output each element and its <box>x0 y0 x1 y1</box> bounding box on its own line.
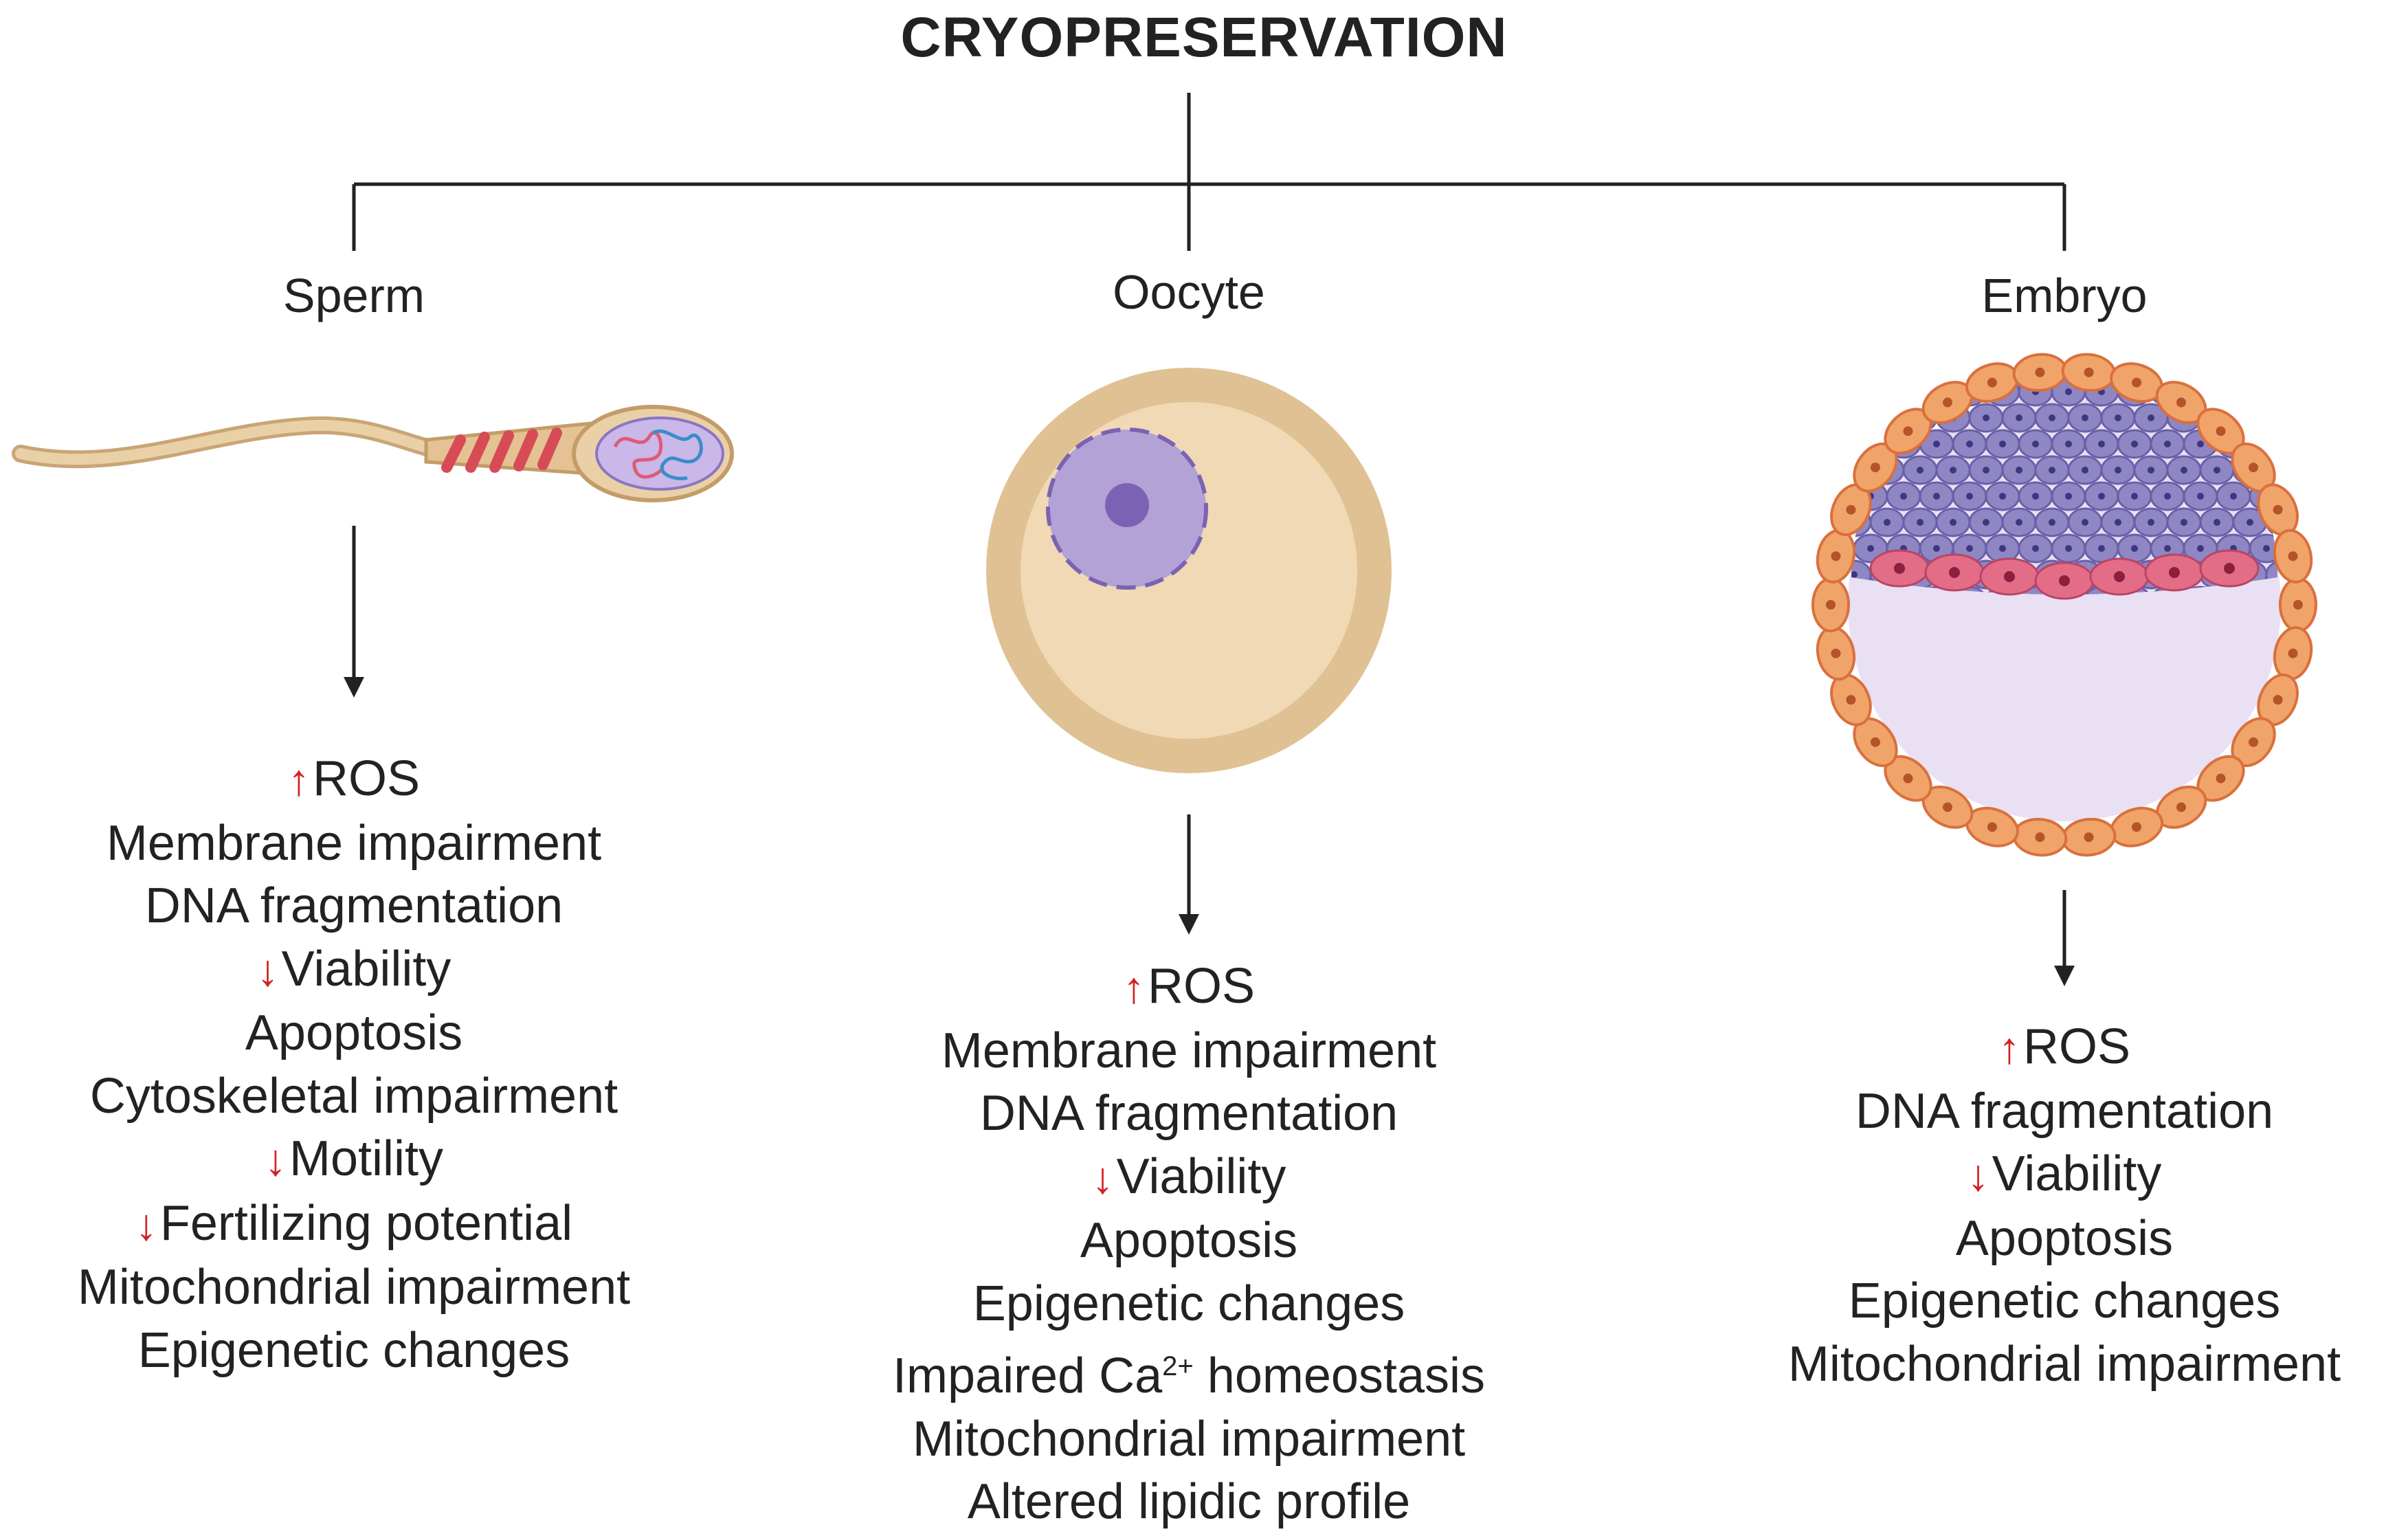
increase-arrow-icon: ↑ <box>287 755 310 805</box>
column-label-sperm: Sperm <box>282 269 425 322</box>
effect-item: ↑ROS <box>1686 1016 2408 1080</box>
effect-text: Altered lipidic profile <box>967 1474 1411 1529</box>
effect-superscript: 2+ <box>1162 1351 1194 1381</box>
effect-text: Epigenetic changes <box>137 1322 570 1378</box>
decrease-arrow-icon: ↓ <box>1091 1153 1114 1203</box>
effect-item: Membrane impairment <box>0 812 732 876</box>
effect-item: Cytoskeletal impairment <box>0 1065 732 1129</box>
effect-text: DNA fragmentation <box>979 1086 1398 1141</box>
effect-text: Apoptosis <box>245 1005 463 1060</box>
effect-item: Mitochondrial impairment <box>0 1256 732 1320</box>
effect-text: Motility <box>289 1131 443 1186</box>
effect-text: Epigenetic changes <box>972 1276 1405 1331</box>
effect-text: DNA fragmentation <box>1855 1083 2274 1139</box>
column-label-oocyte: Oocyte <box>1113 265 1265 319</box>
decrease-arrow-icon: ↓ <box>256 945 279 995</box>
effect-text-suffix: homeostasis <box>1193 1348 1485 1403</box>
effect-text: Epigenetic changes <box>1848 1274 2281 1329</box>
effect-item: Impaired Ca2+ homeostasis <box>811 1335 1567 1408</box>
tree-connector <box>352 93 2066 251</box>
effect-item: Epigenetic changes <box>0 1320 732 1383</box>
effect-item: Membrane impairment <box>811 1020 1567 1083</box>
effect-text: Apoptosis <box>1080 1213 1298 1268</box>
effect-text: DNA fragmentation <box>144 878 564 933</box>
effect-item: ↑ROS <box>0 748 732 812</box>
effect-item: ↓Fertilizing potential <box>0 1192 732 1257</box>
sperm-cell-icon <box>12 405 734 502</box>
effect-item: ↓Motility <box>0 1128 732 1192</box>
increase-arrow-icon: ↑ <box>1998 1023 2020 1073</box>
effect-item: Apoptosis <box>811 1210 1567 1273</box>
effect-item: ↓Viability <box>811 1146 1567 1210</box>
decrease-arrow-icon: ↓ <box>135 1199 157 1249</box>
effect-text: Membrane impairment <box>941 1023 1437 1078</box>
decrease-arrow-icon: ↓ <box>1967 1150 1989 1200</box>
effect-item: DNA fragmentation <box>1686 1080 2408 1144</box>
downward-arrows <box>344 526 2075 986</box>
effect-item: Mitochondrial impairment <box>811 1408 1567 1471</box>
effect-item: Epigenetic changes <box>811 1273 1567 1336</box>
effect-text: ROS <box>1147 959 1256 1014</box>
effect-text: Fertilizing potential <box>159 1195 573 1251</box>
effect-item: DNA fragmentation <box>811 1082 1567 1146</box>
effect-text: ROS <box>312 751 421 806</box>
effect-item: Apoptosis <box>0 1002 732 1065</box>
effect-item: Mitochondrial impairment <box>1686 1333 2408 1397</box>
effect-item: Altered lipidic profile <box>811 1471 1567 1534</box>
decrease-arrow-icon: ↓ <box>264 1135 287 1185</box>
diagram-title: CRYOPRESERVATION <box>900 6 1508 69</box>
effect-item: Apoptosis <box>1686 1208 2408 1271</box>
effect-text: Mitochondrial impairment <box>912 1411 1466 1467</box>
effect-item: DNA fragmentation <box>0 875 732 938</box>
blastocyst-icon <box>1811 353 2317 857</box>
effect-item: Epigenetic changes <box>1686 1270 2408 1333</box>
effect-text: Apoptosis <box>1955 1210 2174 1266</box>
effect-text: Viability <box>1116 1148 1286 1204</box>
effect-text: Viability <box>1992 1146 2162 1201</box>
effect-text: Viability <box>281 941 452 997</box>
effect-text: Membrane impairment <box>106 815 602 871</box>
oocyte-icon <box>986 368 1392 773</box>
effect-item: ↓Viability <box>1686 1143 2408 1208</box>
effect-text: Mitochondrial impairment <box>1787 1336 2341 1392</box>
effect-text: Mitochondrial impairment <box>77 1260 631 1315</box>
increase-arrow-icon: ↑ <box>1122 963 1145 1012</box>
column-label-embryo: Embryo <box>1981 269 2148 322</box>
effect-text: Cytoskeletal impairment <box>89 1068 618 1124</box>
effect-item: ↑ROS <box>811 955 1567 1020</box>
effect-item: ↓Viability <box>0 938 732 1003</box>
effect-text: ROS <box>2022 1019 2131 1074</box>
effect-text: Impaired Ca <box>893 1348 1163 1403</box>
